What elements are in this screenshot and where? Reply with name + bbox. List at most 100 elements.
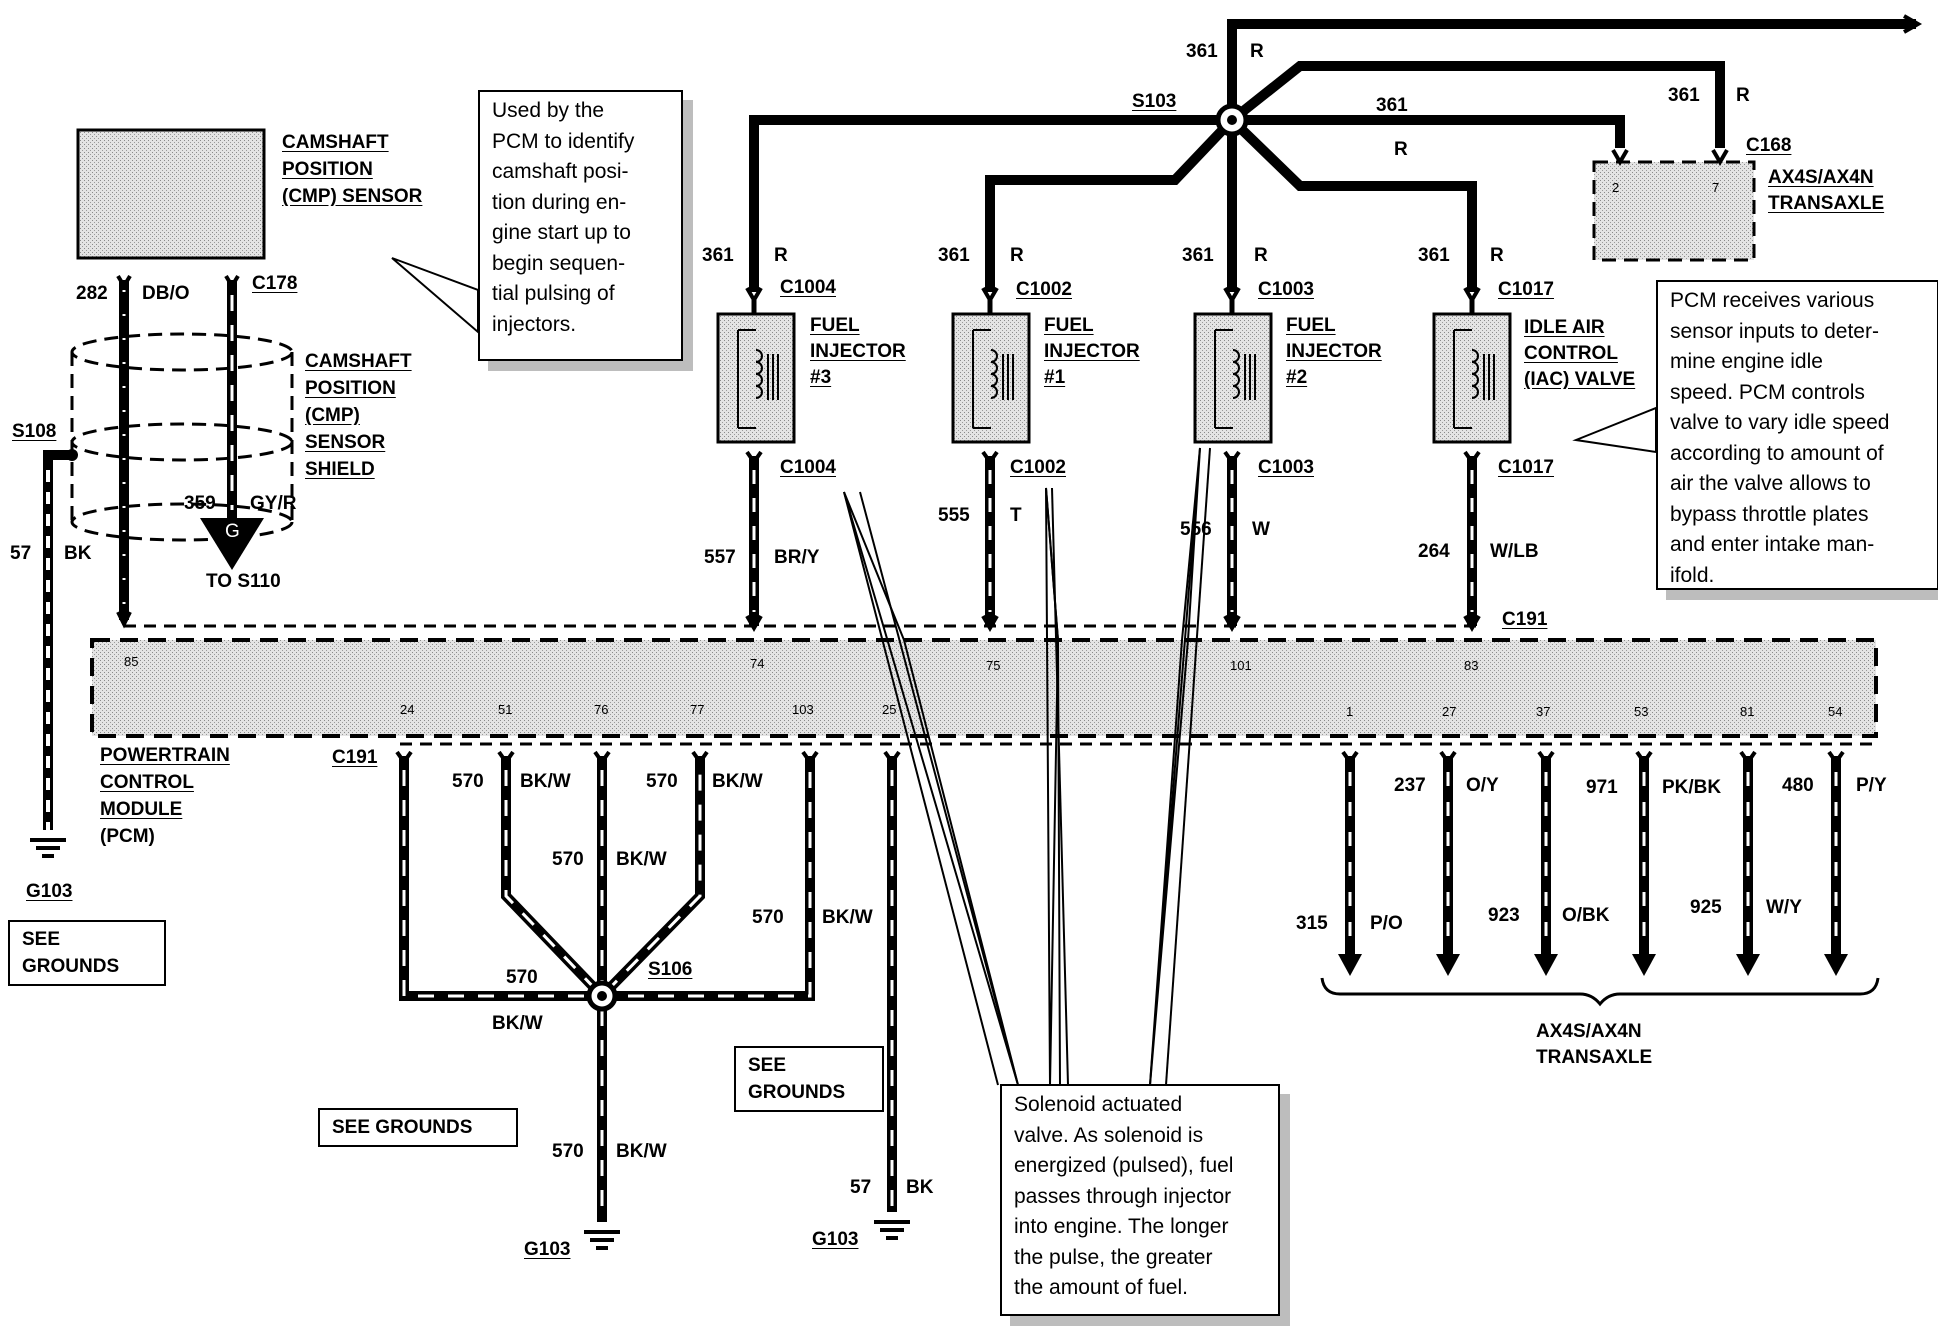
fuel-injector-1-body [951, 300, 1031, 444]
inj2-name-1: FUEL [1286, 315, 1336, 336]
gn-color-f: BK/W [616, 1141, 667, 1162]
gn-color-b: BK/W [712, 771, 763, 792]
transaxle-top-tips [1611, 148, 1729, 166]
inj3-connector-bottom: C1004 [780, 457, 836, 478]
inj2-out-circuit: 556 [1180, 519, 1212, 540]
pcm-pin-27: 27 [1442, 704, 1457, 719]
inj3-connector-top: C1004 [780, 277, 836, 298]
tx-out-color-oy: O/Y [1466, 775, 1499, 796]
c168-connector-label: C168 [1746, 135, 1792, 156]
inj1-in-color: R [1010, 245, 1024, 266]
feed-arrow-right [1903, 14, 1923, 34]
top-connector-tips [745, 286, 1481, 304]
wire-282 [116, 274, 132, 629]
inj1-name-1: FUEL [1044, 315, 1094, 336]
camshaft-sensor-body [76, 128, 266, 260]
shield-name-2: POSITION [305, 378, 396, 399]
fuel-injector-2-body [1193, 300, 1273, 444]
feed-color-top: R [1250, 41, 1264, 62]
camshaft-sensor-name-3: (CMP) SENSOR [282, 186, 423, 207]
pcm-pin-51: 51 [498, 702, 513, 717]
gn-color-e: BK/W [492, 1013, 543, 1034]
inj1-name-2: INJECTOR [1044, 341, 1140, 362]
pcm-name-1: POWERTRAIN [100, 745, 230, 766]
iac-name-2: CONTROL [1524, 343, 1618, 364]
tx-out-color-wy: W/Y [1766, 897, 1802, 918]
color-gyr-label: GY/R [250, 493, 297, 514]
pcm-name-4: (PCM) [100, 826, 155, 847]
transaxle-output-wires [1320, 750, 1880, 1007]
wire-359 [200, 274, 264, 570]
pcm-pin-101: 101 [1230, 658, 1252, 673]
ground-glyph-triangle [200, 518, 264, 570]
pcm-name-2: CONTROL [100, 772, 194, 793]
gn-color-bk: BK [906, 1177, 934, 1198]
tx-out-circuit-971: 971 [1586, 777, 1618, 798]
tx-out-color-py: P/Y [1856, 775, 1887, 796]
iac-in-color: R [1490, 245, 1504, 266]
splice-s103-label: S103 [1132, 91, 1177, 112]
pcm-pin-53: 53 [1634, 704, 1649, 719]
inj3-in-color: R [774, 245, 788, 266]
tx-out-name-1: AX4S/AX4N [1536, 1021, 1642, 1042]
see-grounds-small-box[interactable]: SEE GROUNDS [734, 1046, 884, 1112]
gn-color-a: BK/W [520, 771, 571, 792]
tx-out-color-pkbk: PK/BK [1662, 777, 1722, 798]
gn-circuit-57: 57 [850, 1177, 872, 1198]
pcm-pin-54: 54 [1828, 704, 1843, 719]
transaxle-top-name-2: TRANSAXLE [1768, 193, 1885, 214]
iac-connector-bottom: C1017 [1498, 457, 1554, 478]
feed-circuit-mid: 361 [1376, 95, 1408, 116]
color-bk-left-label: BK [64, 543, 92, 564]
inj1-out-circuit: 555 [938, 505, 970, 526]
callout-lines [843, 447, 1211, 1086]
ground-symbol-left [30, 838, 66, 858]
tx-out-circuit-315: 315 [1296, 913, 1328, 934]
pcm-pin-85: 85 [124, 654, 139, 669]
inj1-connector-bottom: C1002 [1010, 457, 1066, 478]
pcm-pin-83: 83 [1464, 658, 1479, 673]
note-iac-callout: PCM receives various sensor inputs to de… [1656, 280, 1938, 590]
circuit-57-left-label: 57 [10, 543, 32, 564]
see-grounds-left-box[interactable]: SEE GROUNDS [8, 920, 166, 986]
ground-symbol-right [874, 1220, 910, 1240]
pcm-pin-74: 74 [750, 656, 765, 671]
pcm-pin-76: 76 [594, 702, 609, 717]
iac-connector-top: C1017 [1498, 279, 1554, 300]
inj1-name-3: #1 [1044, 367, 1066, 388]
c191-bottom-label: C191 [332, 747, 378, 768]
note-injector-callout: Solenoid actuated valve. As solenoid is … [1000, 1084, 1280, 1316]
tx-out-circuit-237: 237 [1394, 775, 1426, 796]
inj2-in-circuit: 361 [1182, 245, 1214, 266]
pcm-pin-37: 37 [1536, 704, 1551, 719]
shield-name-5: SHIELD [305, 459, 375, 480]
transaxle-brace [1320, 977, 1880, 1007]
cmp-shield [70, 332, 294, 542]
splice-s106-label: S106 [648, 959, 693, 980]
transaxle-top-body [1592, 160, 1756, 262]
ground-glyph-letter: G [225, 521, 240, 542]
destination-s110-label: TO S110 [206, 571, 281, 592]
inj2-in-color: R [1254, 245, 1268, 266]
circuit-282-label: 282 [76, 283, 108, 304]
pcm-pin-77: 77 [690, 702, 705, 717]
gn-circuit-c: 570 [552, 849, 584, 870]
inj1-out-color: T [1010, 505, 1022, 526]
fuel-injector-3-body [716, 300, 796, 444]
see-grounds-wide-box[interactable]: SEE GROUNDS [318, 1108, 518, 1147]
injector-output-wires [745, 450, 1481, 632]
feed-color-c168: R [1736, 85, 1750, 106]
pcm-pin-81: 81 [1740, 704, 1755, 719]
gn-circuit-e: 570 [506, 967, 538, 988]
inj3-out-color: BR/Y [774, 547, 820, 568]
tx-out-color-obk: O/BK [1562, 905, 1610, 926]
connector-c178-label: C178 [252, 273, 298, 294]
splice-s108-label: S108 [12, 421, 57, 442]
ground-network-570 [395, 750, 910, 1250]
iac-in-circuit: 361 [1418, 245, 1450, 266]
inj2-connector-bottom: C1003 [1258, 457, 1314, 478]
c191-top-label: C191 [1502, 609, 1548, 630]
shield-name-4: SENSOR [305, 432, 386, 453]
